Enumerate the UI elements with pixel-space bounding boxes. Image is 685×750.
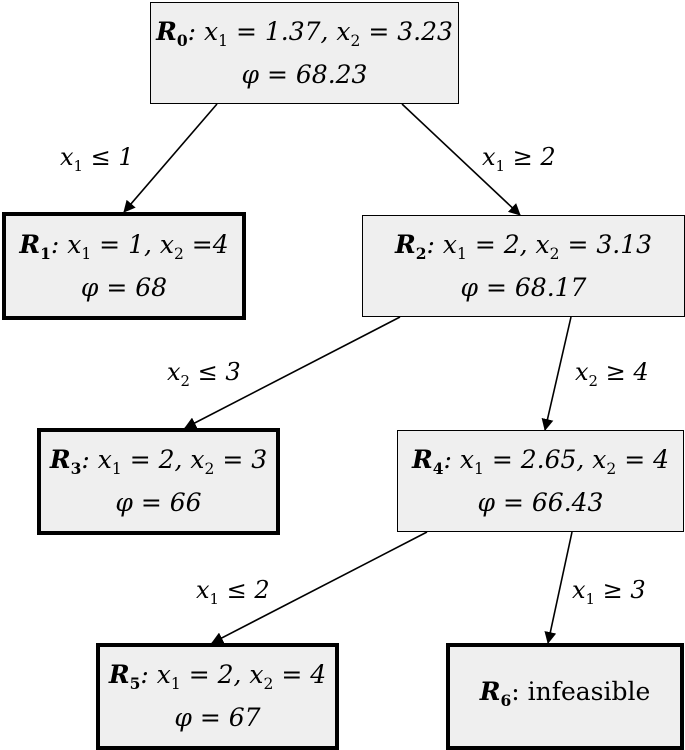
node-r4-objective: φ = 66.43: [477, 487, 604, 517]
edge-arrow-r2-r3: [184, 316, 401, 429]
node-r6-values: : infeasible: [511, 677, 651, 706]
edge-label-r4-r5: x1 ≤ 2: [196, 576, 270, 608]
edge-arrow-r0-r1: [123, 103, 218, 213]
node-r3-objective: φ = 66: [115, 488, 202, 517]
node-r4-name: R4: [411, 444, 444, 478]
edge-arrow-r2-r4: [541, 316, 572, 431]
node-r0-values: : x1 = 1.37, x2 = 3.23: [187, 16, 453, 50]
edge-label-r2-r3: x2 ≤ 3: [167, 358, 241, 390]
node-r5-name: R5: [108, 660, 141, 693]
node-r2-objective: φ = 68.17: [460, 272, 587, 302]
node-r5-bounds: R5: x1 = 2, x2 = 4: [109, 658, 326, 701]
edge-arrow-r4-r5: [211, 531, 428, 644]
edge-arrow-r0-r2: [401, 103, 521, 216]
node-r3-bounds: R3: x1 = 2, x2 = 3: [50, 443, 267, 486]
node-r6: R6: infeasible: [446, 643, 684, 750]
edge-label-r0-r2: x1 ≥ 2: [482, 143, 556, 175]
node-r2-bounds: R2: x1 = 2, x2 = 3.13: [395, 228, 652, 271]
edge-arrow-r4-r6: [544, 531, 573, 644]
node-r1-bounds: R1: x1 = 1, x2 =4: [19, 228, 228, 271]
node-r1-name: R1: [19, 229, 51, 263]
edge-label-r0-r1: x1 ≤ 1: [60, 143, 134, 175]
node-r4-bounds: R4: x1 = 2.65, x2 = 4: [412, 443, 669, 486]
node-r3-values: : x1 = 2, x2 = 3: [81, 445, 268, 478]
edge-label-r2-r4: x2 ≥ 4: [575, 358, 649, 390]
node-r6-bounds: R6: infeasible: [480, 675, 651, 718]
node-r1-values: : x1 = 1, x2 =4: [50, 229, 229, 263]
edge-label-r4-r6: x1 ≥ 3: [572, 576, 646, 608]
node-r0-objective: φ = 68.23: [241, 59, 368, 89]
node-r0-bounds: R0: x1 = 1.37, x2 = 3.23: [156, 15, 453, 58]
node-r4-values: : x1 = 2.65, x2 = 4: [443, 444, 670, 478]
node-r0-name: R0: [156, 16, 188, 50]
node-r5-values: : x1 = 2, x2 = 4: [140, 660, 327, 693]
node-r2-values: : x1 = 2, x2 = 3.13: [426, 229, 653, 263]
node-r2-name: R2: [394, 229, 427, 263]
node-r1-objective: φ = 68: [80, 272, 168, 302]
node-r6-name: R6: [479, 677, 512, 710]
node-r5-objective: φ = 67: [174, 703, 261, 732]
node-r3-name: R3: [49, 445, 82, 478]
